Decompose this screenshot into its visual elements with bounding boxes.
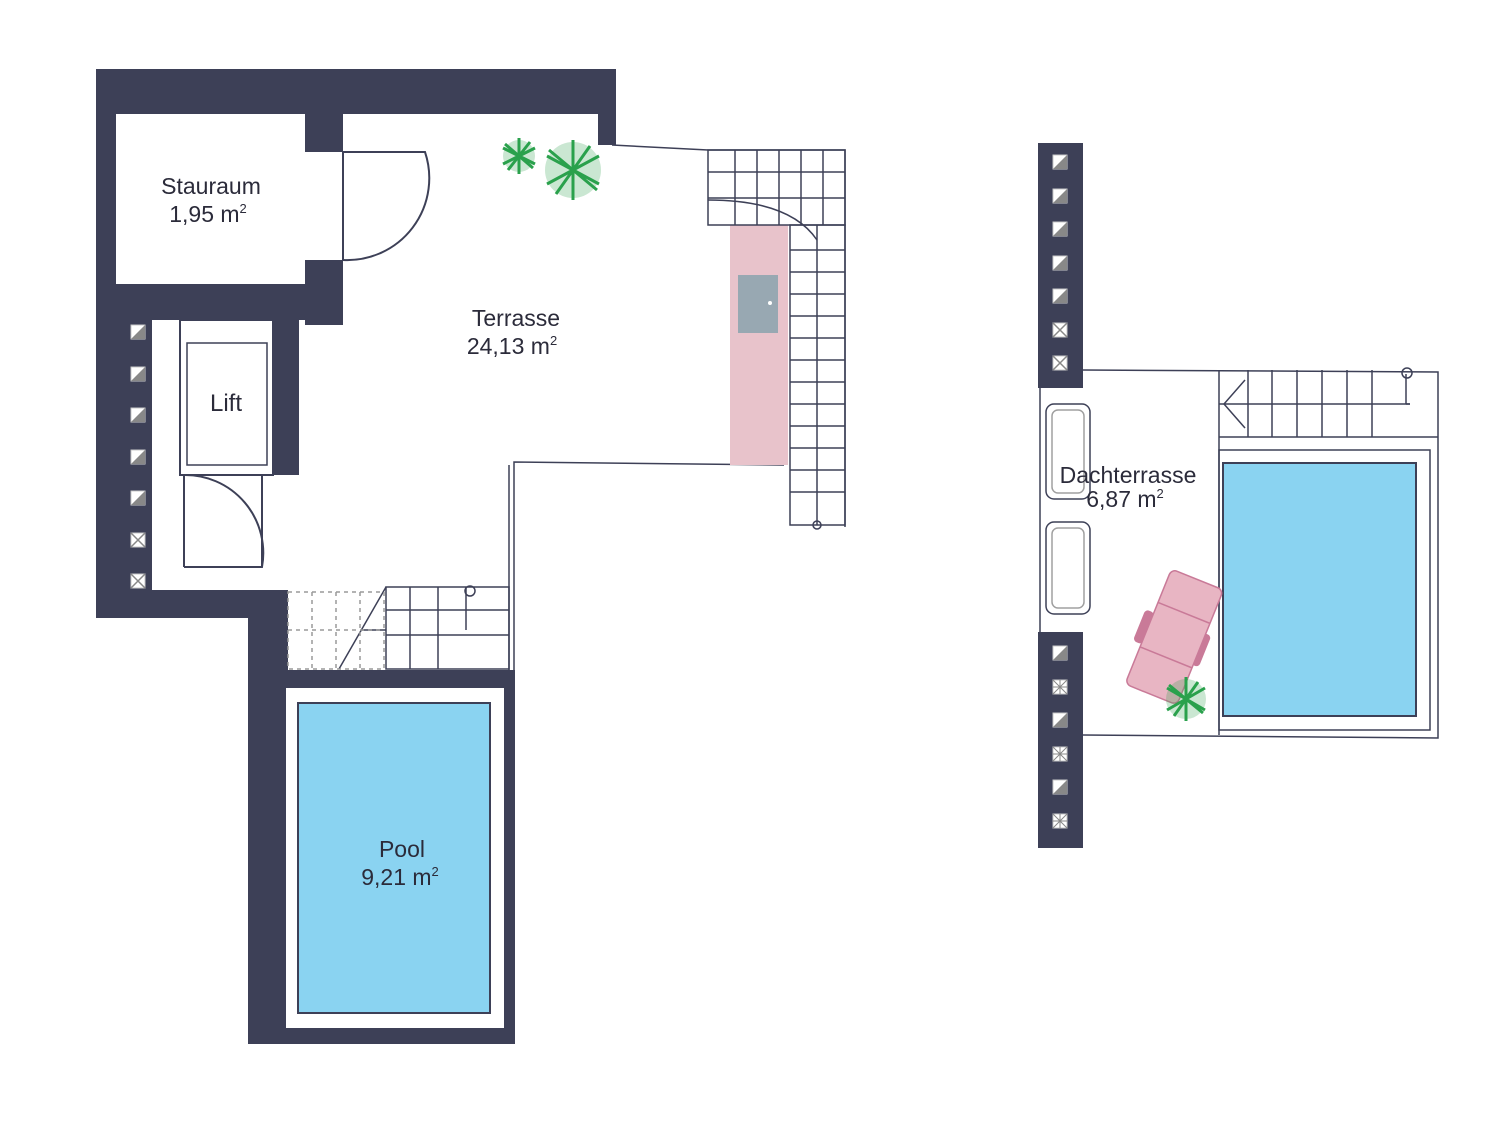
- plant-icon: [502, 138, 601, 200]
- outdoor-kitchen-counter: [730, 225, 788, 465]
- stauraum-area: 1,95 m2: [169, 201, 247, 227]
- pool: [286, 688, 504, 1028]
- plant-icon: [1166, 677, 1206, 721]
- dachterrasse-name: Dachterrasse: [1060, 462, 1197, 488]
- terrasse-area: 24,13 m2: [467, 333, 557, 359]
- terrace-outline: [508, 144, 846, 670]
- right-plan-walls: [1038, 143, 1083, 848]
- pool-area: 9,21 m2: [361, 864, 439, 890]
- dachterrasse-area: 6,87 m2: [1086, 486, 1164, 512]
- storage-room: [116, 114, 305, 284]
- terrasse-name: Terrasse: [472, 305, 560, 331]
- window-icon: [130, 324, 146, 589]
- window-icon: [1052, 154, 1068, 829]
- stairs-icon: [287, 585, 510, 670]
- planter: [1045, 403, 1091, 615]
- sun-lounger-icon: [1126, 570, 1223, 704]
- pool-name: Pool: [379, 836, 425, 862]
- appliance-knob: [768, 301, 772, 305]
- lift-name: Lift: [210, 390, 242, 417]
- roof-pool: [1222, 462, 1417, 717]
- lift: [179, 319, 274, 476]
- stairs-icon: [1219, 367, 1413, 437]
- door-icon: [183, 151, 431, 568]
- appliance: [738, 275, 778, 333]
- stairs-icon: [707, 149, 846, 530]
- stauraum-name: Stauraum: [161, 173, 261, 199]
